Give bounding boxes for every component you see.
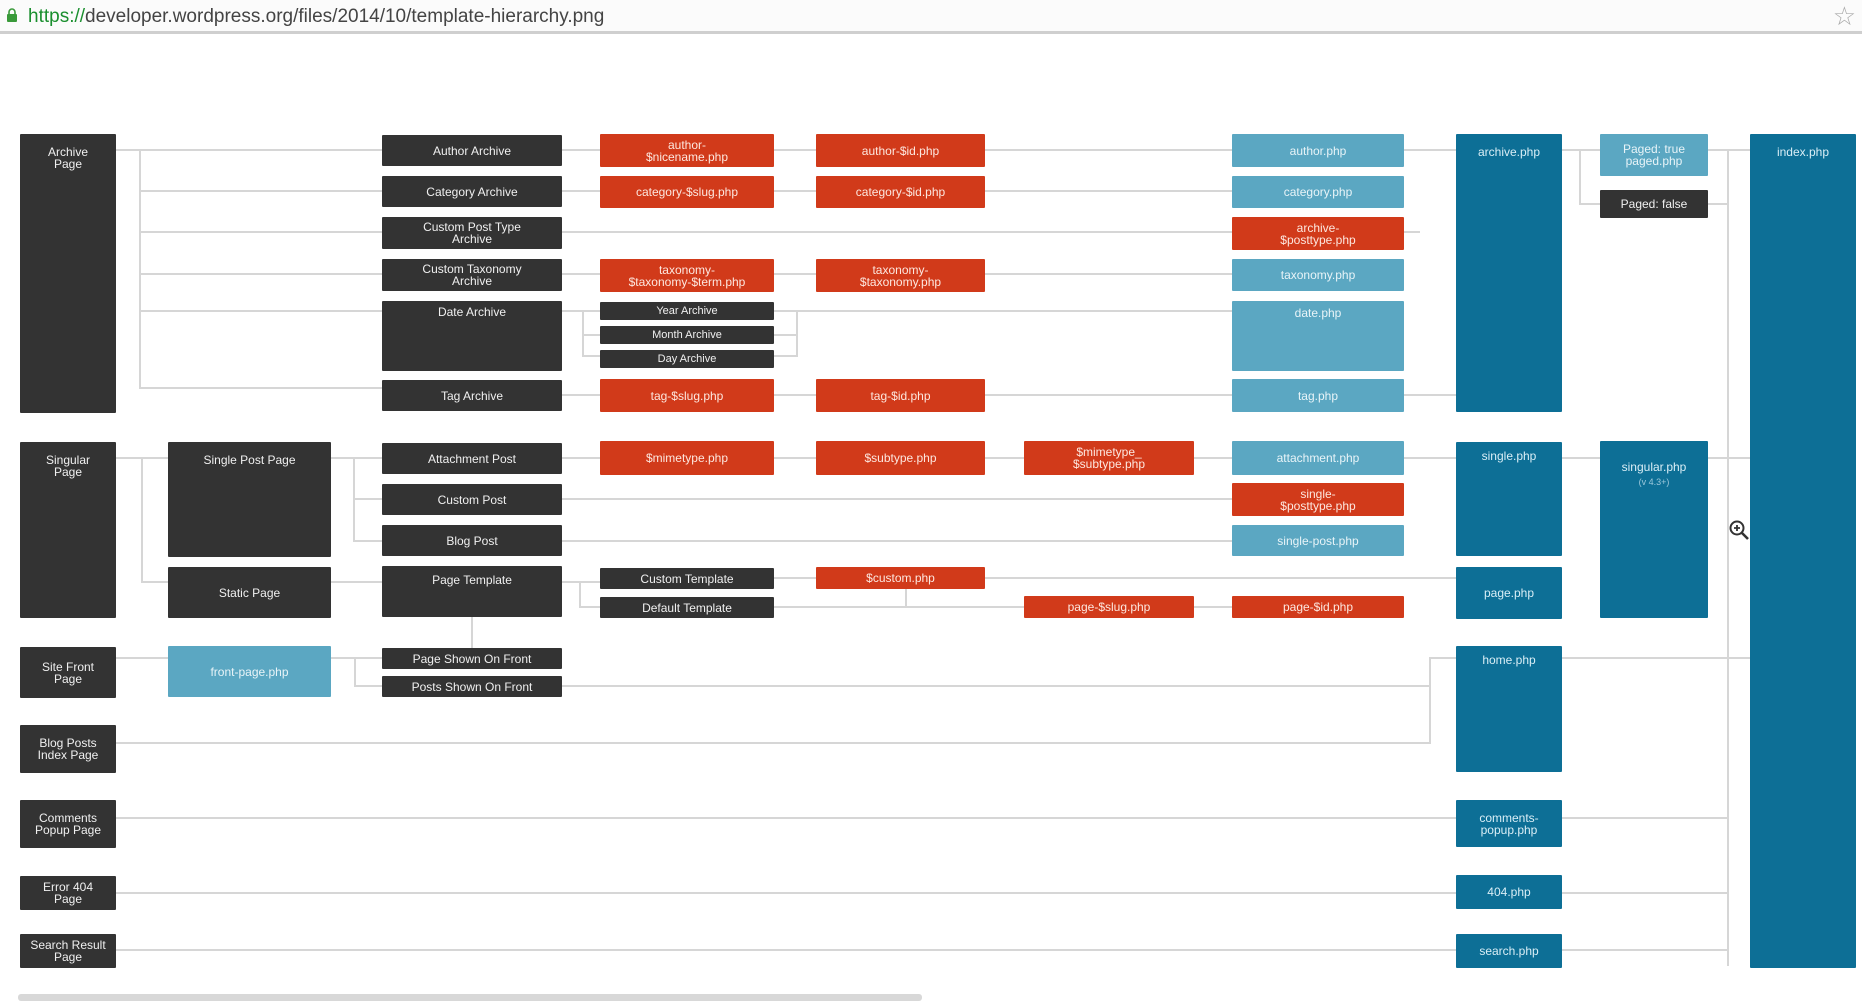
attachment-php-node: attachment.php: [1232, 441, 1404, 475]
category-archive-node: Category Archive: [382, 176, 562, 207]
page-shown-on-front-node: Page Shown On Front: [382, 648, 562, 669]
blog-posts-index-node: Blog Posts Index Page: [20, 725, 116, 773]
browser-address-bar[interactable]: https://developer.wordpress.org/files/20…: [0, 0, 1862, 34]
static-page-node: Static Page: [168, 567, 331, 618]
category-slug-php-node: category-$slug.php: [600, 176, 774, 208]
single-php-node: single.php: [1456, 442, 1562, 556]
month-archive-node: Month Archive: [600, 326, 774, 344]
author-php-node: author.php: [1232, 134, 1404, 167]
blog-post-node: Blog Post: [382, 525, 562, 556]
taxonomy-php-var-node: taxonomy- $taxonomy.php: [816, 259, 985, 292]
singular-version-note: (v 4.3+): [1638, 477, 1670, 487]
category-id-php-node: category-$id.php: [816, 176, 985, 208]
custom-taxonomy-archive-node: Custom Taxonomy Archive: [382, 259, 562, 291]
custom-template-node: Custom Template: [600, 568, 774, 589]
posts-shown-on-front-node: Posts Shown On Front: [382, 676, 562, 697]
address-url[interactable]: https://developer.wordpress.org/files/20…: [28, 6, 605, 27]
paged-false-node: Paged: false: [1600, 190, 1708, 218]
singular-page-node: Singular Page: [20, 442, 116, 618]
page-php-node: page.php: [1456, 567, 1562, 619]
tag-php-node: tag.php: [1232, 379, 1404, 412]
index-php-node: index.php: [1750, 134, 1856, 968]
search-php-node: search.php: [1456, 934, 1562, 968]
archive-page-node: Archive Page: [20, 134, 116, 413]
single-post-php-node: single-post.php: [1232, 525, 1404, 556]
comments-popup-php-node: comments- popup.php: [1456, 800, 1562, 847]
php-404-node: 404.php: [1456, 875, 1562, 909]
single-post-page-node: Single Post Page: [168, 442, 331, 557]
front-page-php-node: front-page.php: [168, 646, 331, 697]
custom-post-node: Custom Post: [382, 484, 562, 515]
lock-icon: [7, 8, 17, 22]
mimetype-php-node: $mimetype.php: [600, 441, 774, 475]
archive-posttype-php-node: archive- $posttype.php: [1232, 217, 1404, 250]
author-id-php-node: author-$id.php: [816, 134, 985, 167]
subtype-php-node: $subtype.php: [816, 441, 985, 475]
taxonomy-term-php-node: taxonomy- $taxonomy-$term.php: [600, 259, 774, 292]
paged-true-node: Paged: true paged.php: [1600, 134, 1708, 176]
archive-php-node: archive.php: [1456, 134, 1562, 412]
author-archive-node: Author Archive: [382, 135, 562, 166]
custom-php-node: $custom.php: [816, 567, 985, 589]
taxonomy-php-node: taxonomy.php: [1232, 259, 1404, 291]
tag-slug-php-node: tag-$slug.php: [600, 379, 774, 412]
single-posttype-php-node: single- $posttype.php: [1232, 483, 1404, 516]
page-id-php-node: page-$id.php: [1232, 596, 1404, 618]
custom-post-type-archive-node: Custom Post Type Archive: [382, 217, 562, 249]
horizontal-scrollbar[interactable]: [18, 994, 922, 1001]
page-template-node: Page Template: [382, 566, 562, 617]
default-template-node: Default Template: [600, 597, 774, 618]
tag-id-php-node: tag-$id.php: [816, 379, 985, 412]
year-archive-node: Year Archive: [600, 302, 774, 320]
site-front-page-node: Site Front Page: [20, 647, 116, 698]
zoom-cursor-icon: [1729, 520, 1749, 540]
error-404-node: Error 404 Page: [20, 876, 116, 910]
search-result-node: Search Result Page: [20, 934, 116, 968]
singular-php-label: singular.php: [1621, 460, 1687, 474]
day-archive-node: Day Archive: [600, 350, 774, 368]
date-php-node: date.php: [1232, 301, 1404, 371]
bookmark-star-icon[interactable]: ☆: [1832, 1, 1856, 31]
date-archive-node: Date Archive: [382, 301, 562, 371]
mimetype-subtype-php-node: $mimetype_ $subtype.php: [1024, 441, 1194, 475]
home-php-node: home.php: [1456, 646, 1562, 772]
comments-popup-node: Comments Popup Page: [20, 800, 116, 848]
attachment-post-node: Attachment Post: [382, 443, 562, 474]
tag-archive-node: Tag Archive: [382, 380, 562, 411]
page-slug-php-node: page-$slug.php: [1024, 596, 1194, 618]
author-nicename-php-node: author- $nicename.php: [600, 134, 774, 167]
singular-php-node: singular.php (v 4.3+): [1600, 441, 1708, 618]
category-php-node: category.php: [1232, 176, 1404, 208]
